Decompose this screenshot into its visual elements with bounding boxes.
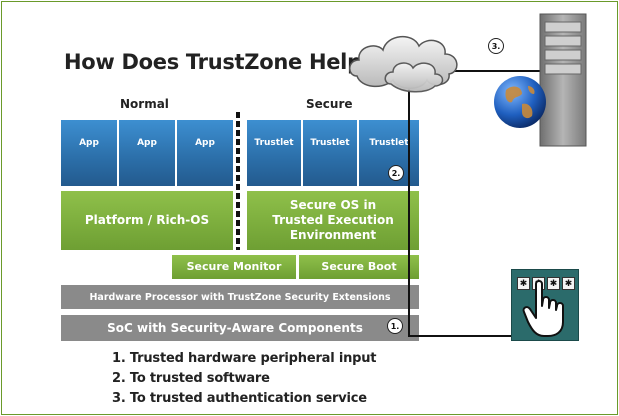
benefit-list: 1. Trusted hardware peripheral input 2. … [112,349,377,409]
trustlet-1: Trustlet [247,120,301,186]
diagram-title: How Does TrustZone Help? [64,50,374,74]
normal-app-1: App [61,120,117,186]
cloud-icon [349,36,458,93]
list-item: 2. To trusted software [112,371,270,386]
secure-os-block: Secure OS in Trusted Execution Environme… [247,191,419,250]
keypad-key: ✱ [562,277,575,290]
keypad-key: ✱ [517,277,530,290]
normal-app-2: App [119,120,175,186]
platform-rich-os-block: Platform / Rich-OS [61,191,233,250]
connection-line-server [454,70,540,72]
secure-column-label: Secure [306,97,353,111]
keypad-key: ✱ [547,277,560,290]
normal-app-3: App [177,120,233,186]
secure-boot-block: Secure Boot [299,255,419,279]
trustlet-2: Trustlet [303,120,357,186]
list-item: 3. To trusted authentication service [112,391,367,406]
soc-block: SoC with Security-Aware Components [61,315,419,341]
secure-monitor-block: Secure Monitor [172,255,296,279]
world-divider [236,112,240,250]
globe-icon [494,76,546,128]
list-item: 1. Trusted hardware peripheral input [112,351,377,366]
callout-3: 3. [488,38,504,54]
callout-1: 1. [387,318,403,334]
connection-line-keypad [408,335,520,337]
connection-line-vertical [408,82,410,336]
hand-pointer-icon [522,280,564,337]
callout-2: 2. [388,165,404,181]
normal-column-label: Normal [120,97,169,111]
hardware-processor-block: Hardware Processor with TrustZone Securi… [61,285,419,309]
server-icon [539,13,587,147]
